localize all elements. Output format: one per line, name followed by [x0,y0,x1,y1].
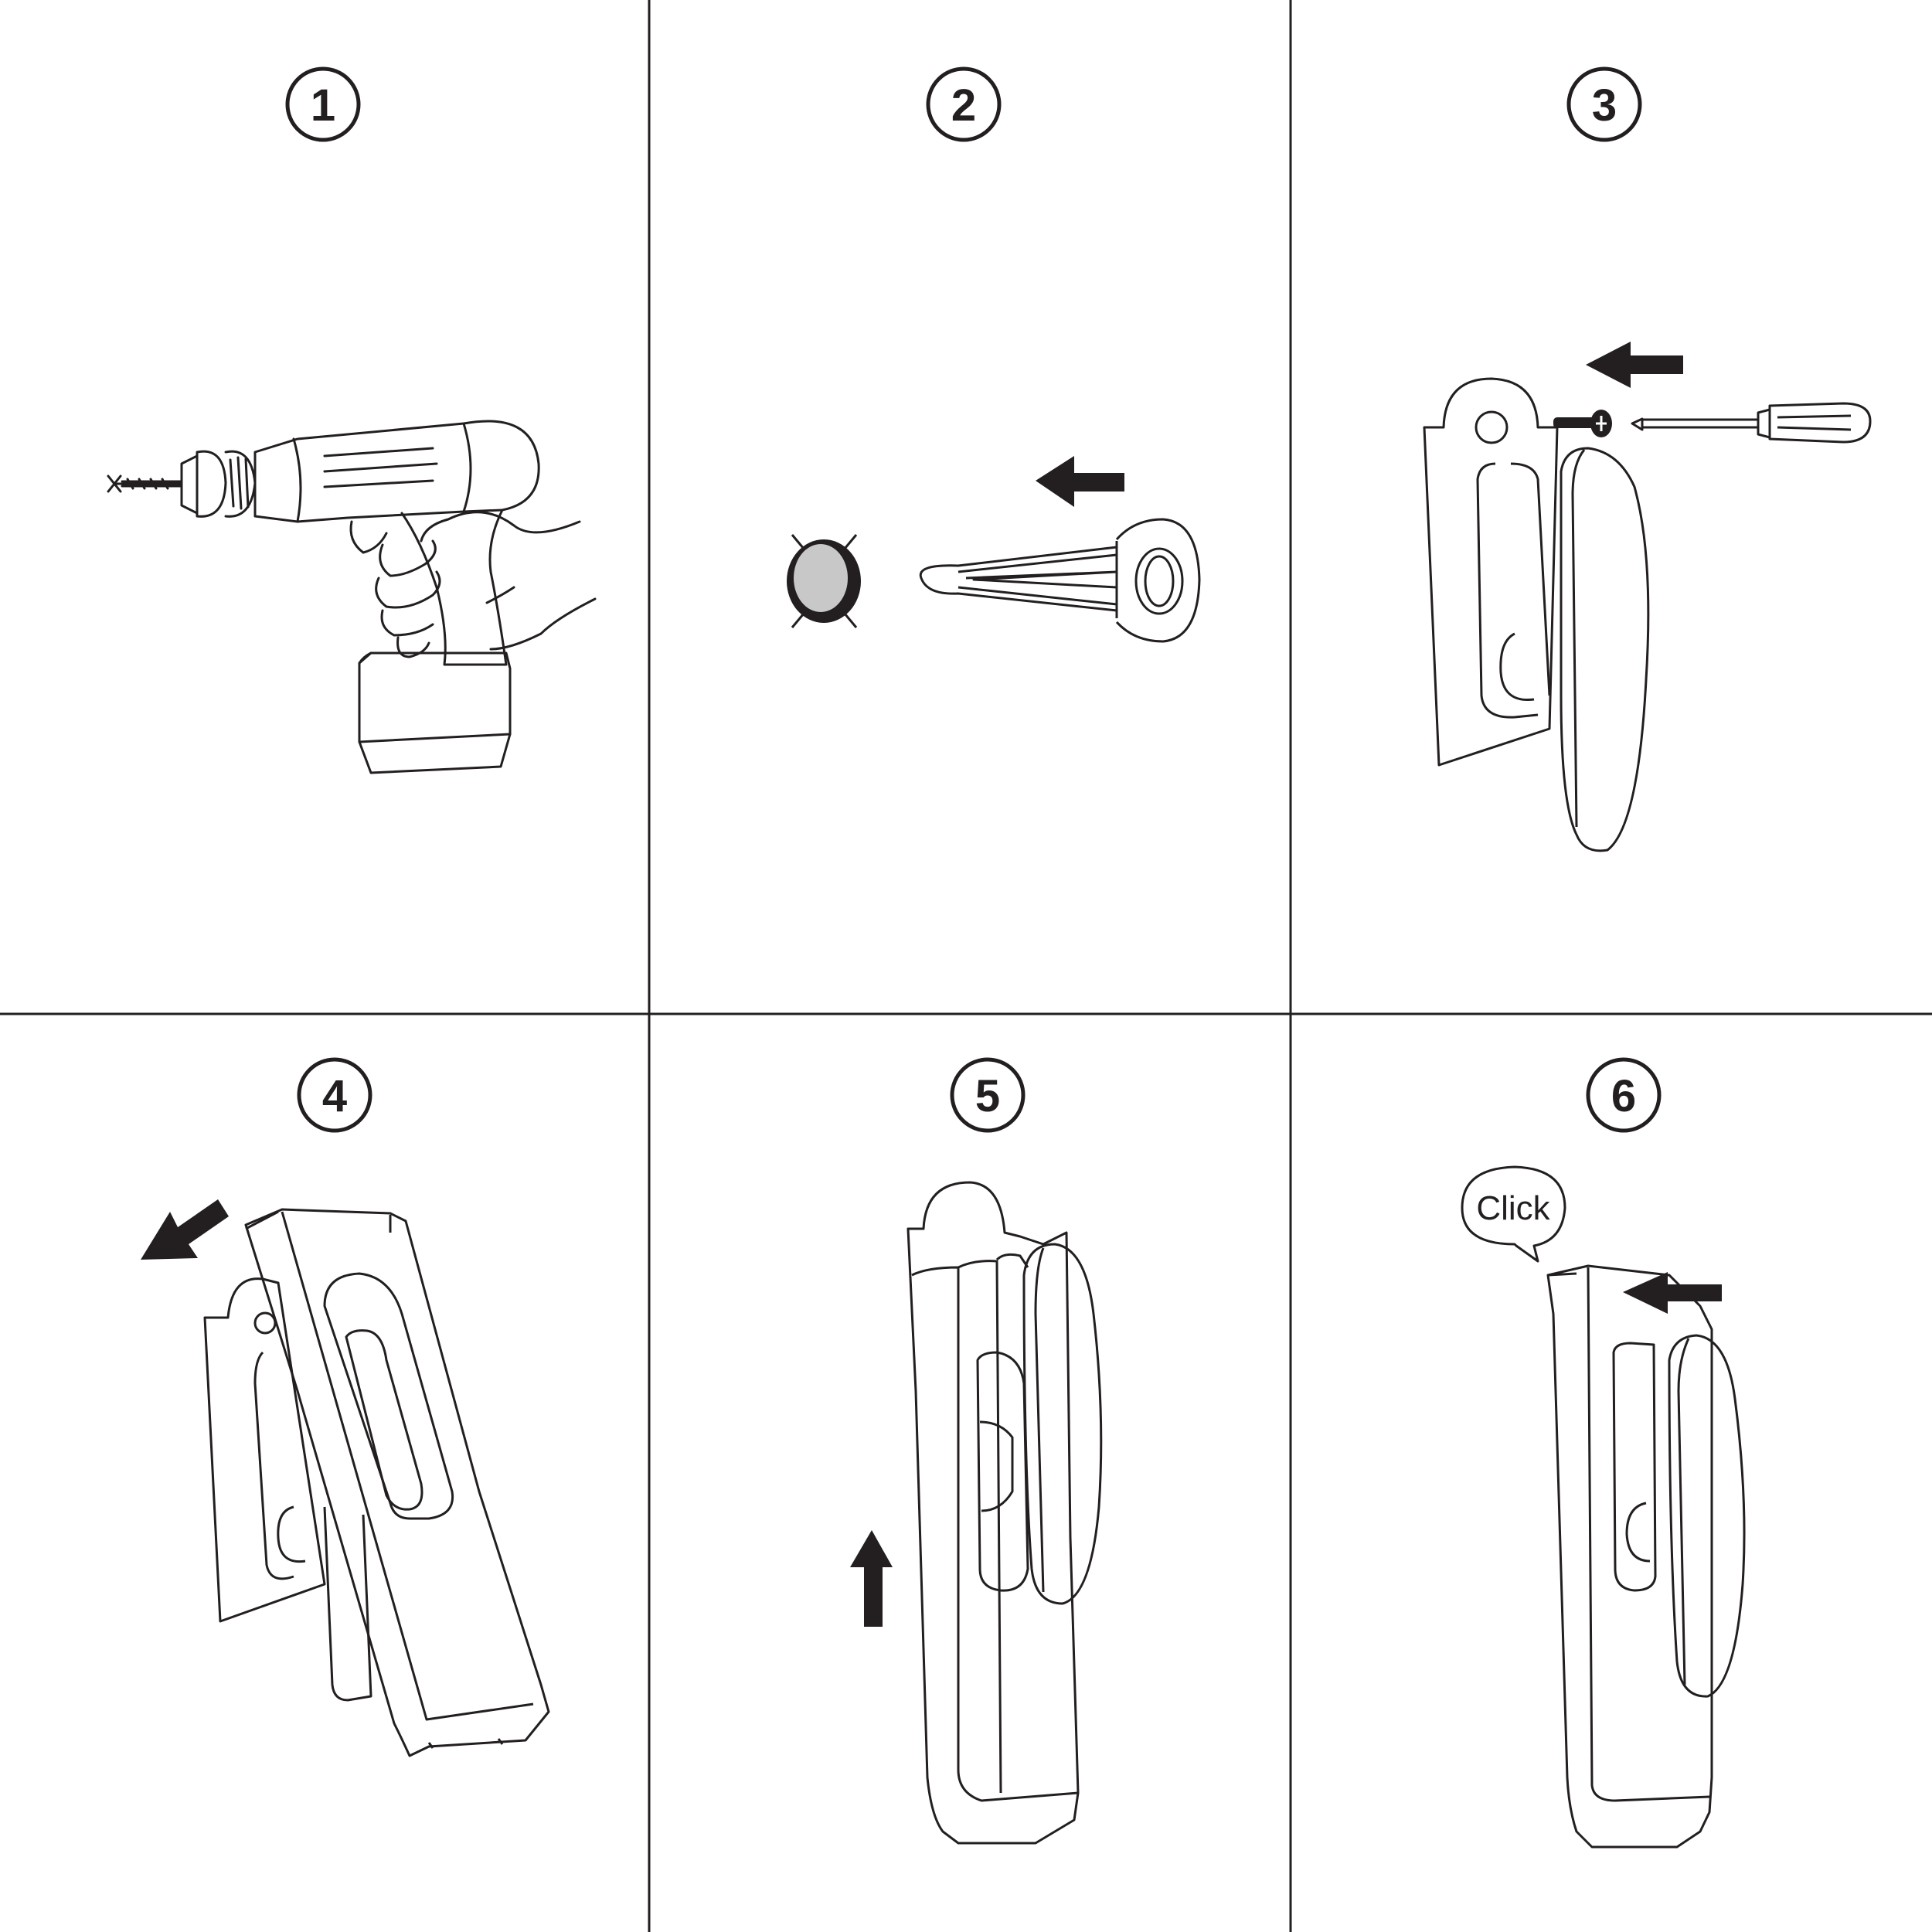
panel-1-drill-illustration [107,420,597,774]
click-direction-arrow [1623,1272,1722,1314]
wall-plug [919,518,1201,643]
screwdriver [1631,402,1872,444]
panel-3-screw-illustration [1423,342,1872,852]
wall-bracket [1423,377,1559,767]
drill-body [253,420,540,523]
drill-handle [400,509,508,666]
phone-case-vertical [906,1181,1080,1845]
hand [420,511,581,543]
click-speech-bubble: Click [1461,1165,1566,1263]
step-number-1: 1 [311,80,335,131]
step-badge-4: 4 [297,1057,372,1133]
drilled-hole [791,534,858,628]
screw [1553,410,1612,437]
step-number-5: 5 [975,1071,1000,1121]
click-label: Click [1476,1189,1550,1227]
panel-2-anchor-illustration [787,456,1201,643]
step-badges: 1 2 3 4 5 6 [285,66,1662,1133]
panel-6-click-illustration: Click [1461,1165,1746,1849]
step-badge-2: 2 [926,66,1002,142]
step-number-4: 4 [322,1071,347,1121]
step-badge-6: 6 [1586,1057,1662,1133]
slide-up-arrow [850,1530,893,1627]
drill-battery [358,651,512,774]
step-number-3: 3 [1592,80,1617,131]
holder-clip-6 [1668,1334,1746,1698]
drill-target-mark [107,474,122,493]
drill-chuck [180,454,199,515]
holder-clip-5 [1022,1243,1103,1605]
mounted-bracket [203,1277,372,1702]
panel-5-slide-illustration [850,1181,1103,1845]
panel-4-attach-illustration [141,1199,550,1757]
phone-case [244,1208,550,1757]
phone-case-mounted [1546,1264,1713,1849]
drill-trigger [349,520,388,554]
step-badge-1: 1 [285,66,361,142]
drill-bit [114,478,183,490]
insert-direction-arrow [1036,456,1124,507]
attach-direction-arrow [141,1199,229,1260]
screw-direction-arrow [1586,342,1683,388]
step-badge-5: 5 [950,1057,1026,1133]
step-number-6: 6 [1611,1071,1636,1121]
step-badge-3: 3 [1566,66,1642,142]
hole-inner [794,544,848,612]
step-number-2: 2 [951,80,976,131]
holder-clip [1560,447,1650,852]
